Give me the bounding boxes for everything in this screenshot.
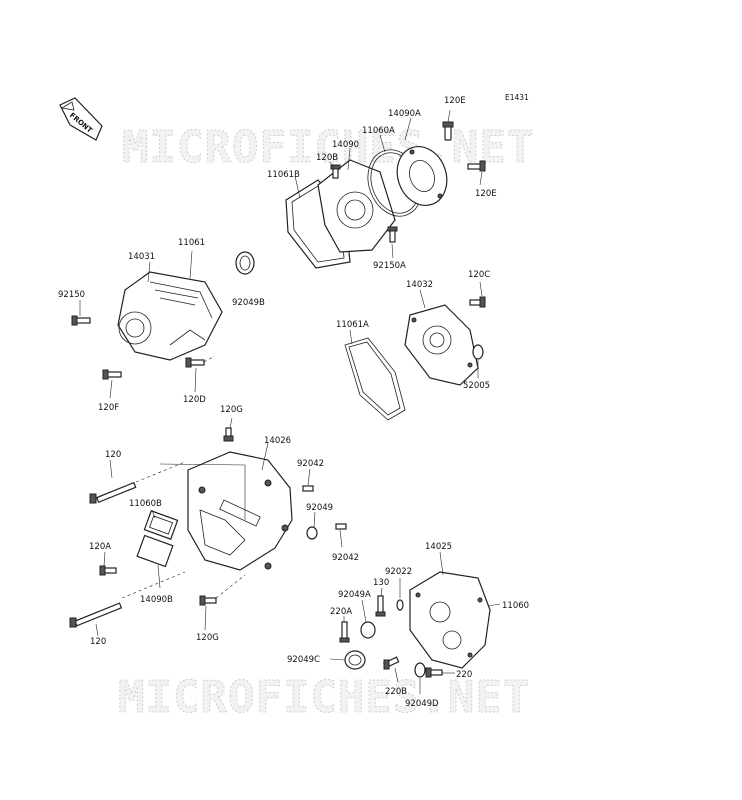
bolt-92150A — [387, 226, 398, 243]
label-130: 130 — [373, 578, 389, 588]
label-52005: 52005 — [463, 381, 490, 391]
label-92022: 92022 — [385, 567, 412, 577]
bolt-220A — [339, 621, 350, 643]
watermark-top: MICROFICHES.NET — [122, 122, 534, 173]
bolt-130 — [375, 595, 386, 617]
part-14090A-cap — [396, 146, 448, 206]
label-92150A: 92150A — [373, 261, 406, 271]
label-14090B: 14090B — [140, 595, 173, 605]
label-14032: 14032 — [406, 280, 433, 290]
label-120B: 120B — [316, 153, 338, 163]
plug-52005 — [472, 344, 484, 360]
bolt-120C — [469, 296, 486, 308]
label-11061: 11061 — [178, 238, 205, 248]
label-92049A: 92049A — [338, 590, 371, 600]
label-120E-right: 120E — [475, 189, 497, 199]
label-14026: 14026 — [264, 436, 291, 446]
label-92049C: 92049C — [287, 655, 320, 665]
bolt-120A — [99, 565, 117, 576]
bolt-120F — [102, 369, 122, 380]
bolt-220 — [425, 667, 443, 678]
label-11060: 11060 — [502, 601, 529, 611]
diagram-code: E1431 — [505, 93, 529, 102]
label-11061A: 11061A — [336, 320, 369, 330]
label-11061B: 11061B — [267, 170, 300, 180]
part-14031-cover — [117, 271, 223, 361]
label-11060B: 11060B — [129, 499, 162, 509]
label-120D: 120D — [183, 395, 206, 405]
part-14026-cover — [187, 451, 293, 571]
label-14031: 14031 — [128, 252, 155, 262]
label-92150: 92150 — [58, 290, 85, 300]
bolt-120G-bottom — [199, 574, 246, 606]
part-14032-cover — [404, 304, 479, 386]
bolt-120D — [185, 355, 216, 368]
label-92049: 92049 — [306, 503, 333, 513]
label-120G-top: 120G — [220, 405, 243, 415]
label-220: 220 — [456, 670, 472, 680]
label-14090A: 14090A — [388, 109, 421, 119]
label-92042-bottom: 92042 — [332, 553, 359, 563]
seal-92049 — [306, 526, 318, 540]
label-120F: 120F — [98, 403, 119, 413]
label-14025: 14025 — [425, 542, 452, 552]
washer-92022 — [396, 599, 404, 611]
label-120E-top: 120E — [444, 96, 466, 106]
label-220B: 220B — [385, 687, 407, 697]
label-14090: 14090 — [332, 140, 359, 150]
pin-92042-top — [302, 485, 314, 492]
bolt-120B — [330, 164, 341, 179]
bolt-220B — [383, 656, 400, 670]
label-120C: 120C — [468, 270, 490, 280]
bolt-120G-top — [223, 427, 234, 442]
part-11060B-plate — [143, 510, 179, 540]
bolt-120-top — [89, 481, 137, 504]
label-120-bottom: 120 — [90, 637, 106, 647]
label-92042-top: 92042 — [297, 459, 324, 469]
seal-92049C — [344, 650, 366, 670]
label-120-top: 120 — [105, 450, 121, 460]
bolt-120E-top — [442, 121, 454, 141]
bolt-120-bottom — [69, 602, 123, 628]
seal-92049B — [235, 251, 255, 275]
label-92049B: 92049B — [232, 298, 265, 308]
part-14090B-plate — [136, 534, 174, 568]
seal-92049D — [414, 662, 426, 678]
label-11060A: 11060A — [362, 126, 395, 136]
label-120G-bottom: 120G — [196, 633, 219, 643]
bolt-120E-right — [467, 160, 486, 172]
front-arrow-icon: FRONT — [59, 97, 103, 141]
watermark-bottom: MICROFICHES.NET — [118, 672, 530, 723]
part-14025-cover — [409, 571, 491, 669]
seal-92049A — [360, 621, 376, 639]
part-11061A-gasket — [344, 337, 406, 421]
label-120A: 120A — [89, 542, 111, 552]
part-14090-cover — [317, 159, 396, 253]
label-220A: 220A — [330, 607, 352, 617]
bolt-92150 — [71, 315, 91, 326]
pin-92042-bottom — [335, 523, 347, 530]
label-92049D: 92049D — [405, 699, 439, 709]
